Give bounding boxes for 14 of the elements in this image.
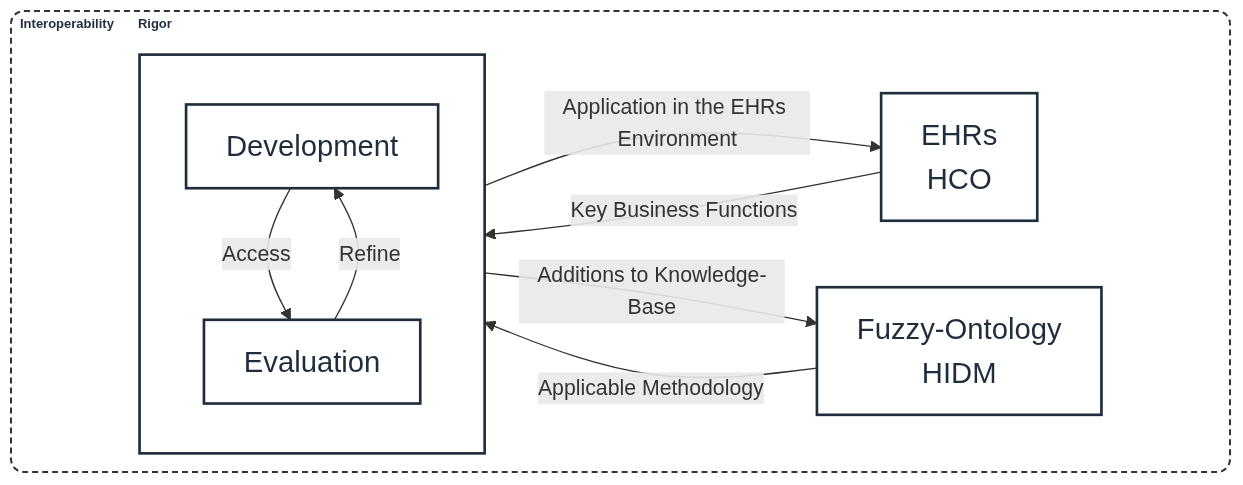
edge-label: Additions to Knowledge-Base bbox=[537, 263, 767, 318]
node-box: EHRs HCO bbox=[879, 91, 1039, 223]
edge-label: Application in the EHRs Environment bbox=[562, 95, 787, 150]
note-text: Rigor bbox=[137, 16, 172, 31]
node-box: Development bbox=[184, 103, 440, 190]
edge-label: Key Business Functions bbox=[570, 198, 798, 221]
edge-label: Refine bbox=[338, 242, 401, 265]
cluster bbox=[138, 53, 486, 455]
arrow bbox=[484, 171, 882, 240]
edge-label: Access bbox=[221, 242, 291, 265]
note-text: Interoperability bbox=[20, 16, 114, 31]
node-box: Evaluation bbox=[202, 318, 422, 405]
node-box: Fuzzy-Ontology HIDM bbox=[815, 285, 1103, 417]
edge-label: Applicable Methodology bbox=[537, 376, 764, 399]
